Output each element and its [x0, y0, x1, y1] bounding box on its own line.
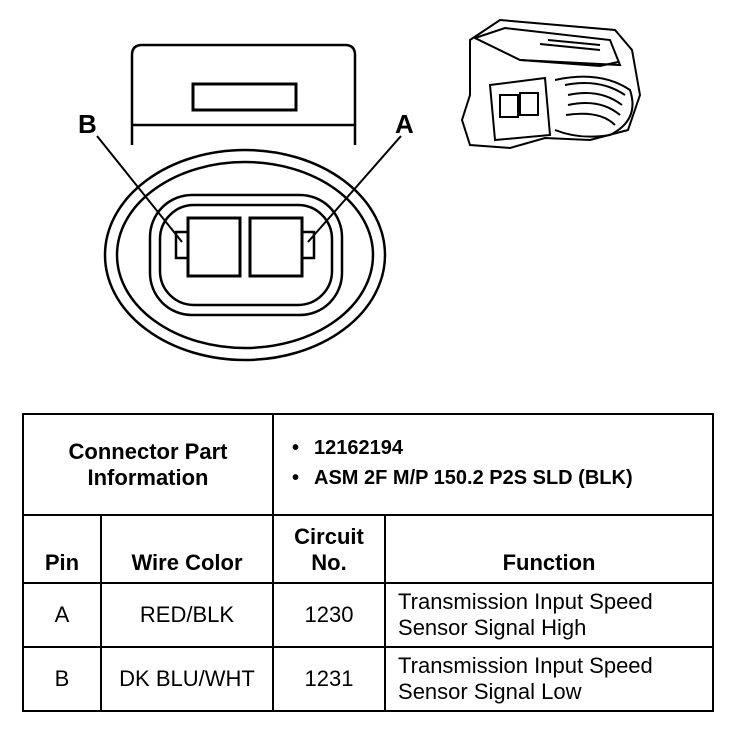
- row-pin: A: [22, 582, 102, 648]
- pin-b-leader: [96, 135, 183, 243]
- part-number: 12162194: [292, 436, 712, 461]
- row-function: Transmission Input Speed Sensor Signal H…: [384, 582, 715, 648]
- part-info-details: 12162194 ASM 2F M/P 150.2 P2S SLD (BLK): [272, 413, 715, 516]
- row-circuit: 1231: [272, 646, 387, 712]
- connector-diagram: [96, 18, 642, 362]
- pin-a-label: A: [395, 109, 414, 139]
- connector-info-table: Connector Part Information 12162194 ASM …: [21, 413, 715, 712]
- row-circuit: 1230: [272, 582, 387, 648]
- row-wire-color: DK BLU/WHT: [99, 646, 275, 712]
- row-wire-color: RED/BLK: [99, 582, 275, 648]
- row-function: Transmission Input Speed Sensor Signal L…: [384, 646, 715, 712]
- header-wire-color: Wire Color: [99, 514, 275, 584]
- column-header-row: Pin Wire Color Circuit No. Function: [22, 514, 715, 584]
- table-row: A RED/BLK 1230 Transmission Input Speed …: [22, 582, 715, 648]
- table-row: B DK BLU/WHT 1231 Transmission Input Spe…: [22, 646, 715, 712]
- connector-3d-illustration: [460, 18, 642, 150]
- header-function: Function: [384, 514, 715, 584]
- header-circuit: Circuit No.: [272, 514, 387, 584]
- connector-face: [103, 148, 387, 362]
- row-pin: B: [22, 646, 102, 712]
- header-pin: Pin: [22, 514, 102, 584]
- part-info-row: Connector Part Information 12162194 ASM …: [21, 413, 715, 516]
- part-info-header: Connector Part Information: [21, 413, 275, 516]
- part-description: ASM 2F M/P 150.2 P2S SLD (BLK): [292, 466, 712, 491]
- connector-lock-tab: [130, 43, 357, 145]
- pin-a-leader: [307, 135, 402, 243]
- part-info-list: 12162194 ASM 2F M/P 150.2 P2S SLD (BLK): [274, 428, 712, 502]
- pin-b-label: B: [78, 109, 97, 139]
